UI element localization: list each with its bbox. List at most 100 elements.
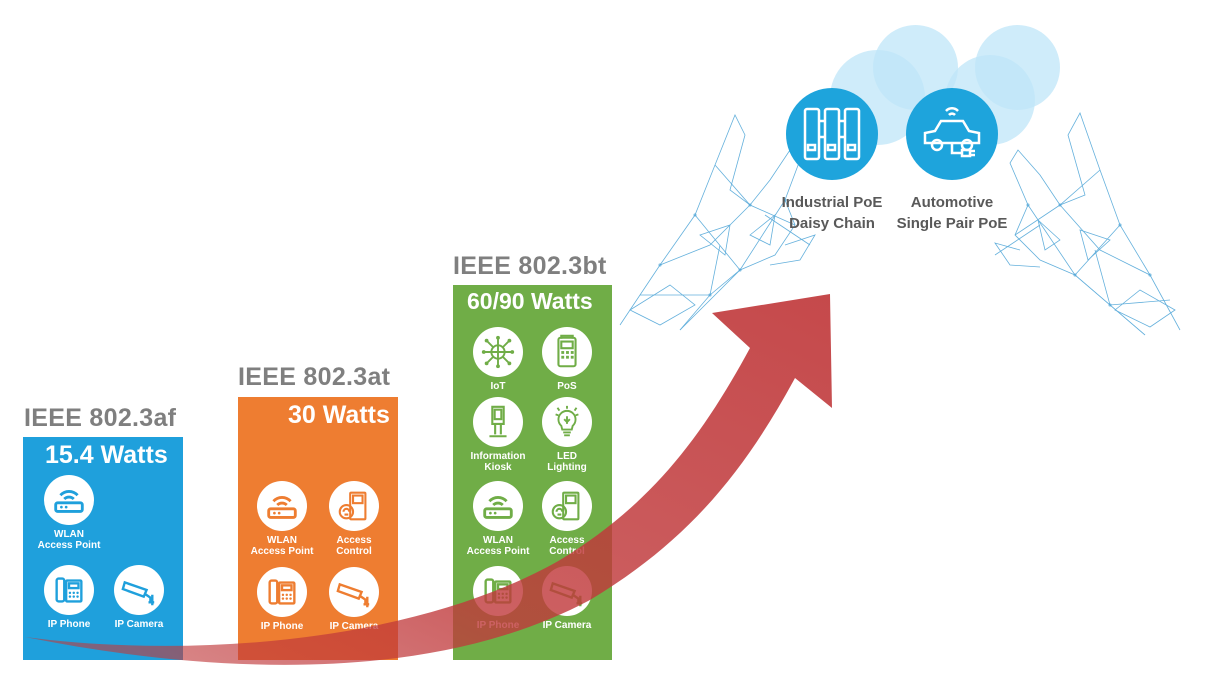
device-label: IP Camera xyxy=(99,619,179,630)
label-line: Single Pair PoE xyxy=(896,215,1008,232)
label-line: IP Camera xyxy=(542,620,592,631)
label-line: WLAN xyxy=(483,535,513,546)
device-label: IP Phone xyxy=(458,620,538,631)
iot-icon xyxy=(481,335,515,369)
label-line: Daisy Chain xyxy=(789,215,875,232)
device-pos-bt: PoS xyxy=(527,327,607,392)
wifi-router-icon xyxy=(54,490,84,513)
ip-camera-icon xyxy=(549,581,583,607)
automotive-poe-circle xyxy=(906,88,998,180)
label-line: Kiosk xyxy=(484,462,512,473)
label-line: Access Point xyxy=(466,546,530,557)
access-control-icon xyxy=(338,491,367,521)
ip-phone-icon xyxy=(484,578,512,604)
device-circle xyxy=(473,566,523,616)
device-camera-af: IP Camera xyxy=(99,565,179,630)
label-line: LED xyxy=(557,451,577,462)
access-control-icon xyxy=(551,491,580,521)
ip-camera-icon xyxy=(336,582,370,608)
standard-label-at: IEEE 802.3at xyxy=(238,363,391,391)
device-circle xyxy=(114,565,164,615)
industrial-switch-icon xyxy=(803,107,861,161)
device-circle xyxy=(257,567,307,617)
power-rating-at: 30 Watts xyxy=(288,401,390,429)
label-line: IP Phone xyxy=(47,619,91,630)
label-line: Access xyxy=(336,535,372,546)
label-line: Control xyxy=(336,546,372,557)
device-phone-at: IP Phone xyxy=(242,567,322,632)
label-line: Access Point xyxy=(250,546,314,557)
device-label: IP Phone xyxy=(242,621,322,632)
device-circle xyxy=(542,397,592,447)
device-circle xyxy=(473,397,523,447)
background-bubble xyxy=(975,25,1060,110)
industrial-poe-circle xyxy=(786,88,878,180)
label-line: WLAN xyxy=(54,529,84,540)
led-bulb-icon xyxy=(555,405,579,437)
label-line: Access xyxy=(549,535,585,546)
label-line: Information xyxy=(470,451,526,462)
wifi-router-icon xyxy=(267,496,297,519)
label-line: IP Camera xyxy=(114,619,164,630)
ip-phone-icon xyxy=(55,577,83,603)
label-line: Industrial PoE xyxy=(781,194,883,211)
device-circle xyxy=(329,481,379,531)
industrial-poe-label: Industrial PoE Daisy Chain xyxy=(772,192,892,234)
automotive-poe-label: Automotive Single Pair PoE xyxy=(892,192,1012,234)
device-circle xyxy=(473,481,523,531)
standard-label-af: IEEE 802.3af xyxy=(24,404,177,432)
device-phone-bt: IP Phone xyxy=(458,566,538,631)
label-line: Control xyxy=(549,546,585,557)
label-line: WLAN xyxy=(267,535,297,546)
device-circle xyxy=(329,567,379,617)
label-line: IP Camera xyxy=(329,621,379,632)
device-label: IoT xyxy=(458,381,538,392)
device-circle xyxy=(473,327,523,377)
label-line: IP Phone xyxy=(476,620,520,631)
power-rating-bt: 60/90 Watts xyxy=(467,288,593,314)
device-phone-af: IP Phone xyxy=(29,565,109,630)
device-camera-bt: IP Camera xyxy=(527,566,607,631)
device-label: PoS xyxy=(527,381,607,392)
power-rating-af: 15.4 Watts xyxy=(45,441,168,469)
device-camera-at: IP Camera xyxy=(314,567,394,632)
device-circle xyxy=(542,481,592,531)
information-kiosk-icon xyxy=(489,405,507,438)
ip-camera-icon xyxy=(121,580,155,606)
label-line: Lighting xyxy=(547,462,587,473)
device-circle xyxy=(44,475,94,525)
label-line: Automotive xyxy=(910,194,994,211)
label-line: IoT xyxy=(490,381,506,392)
automotive-car-icon xyxy=(923,107,981,158)
device-circle xyxy=(542,327,592,377)
device-circle xyxy=(44,565,94,615)
device-circle xyxy=(257,481,307,531)
device-circle xyxy=(542,566,592,616)
label-line: PoS xyxy=(557,381,577,392)
device-iot-bt: IoT xyxy=(458,327,538,392)
label-line: Access Point xyxy=(37,540,101,551)
ip-phone-icon xyxy=(268,579,296,605)
wireframe-hands-illustration xyxy=(619,112,1181,336)
pos-terminal-icon xyxy=(557,334,577,368)
device-label: IP Phone xyxy=(29,619,109,630)
device-label: IP Camera xyxy=(527,620,607,631)
wifi-router-icon xyxy=(483,496,513,519)
